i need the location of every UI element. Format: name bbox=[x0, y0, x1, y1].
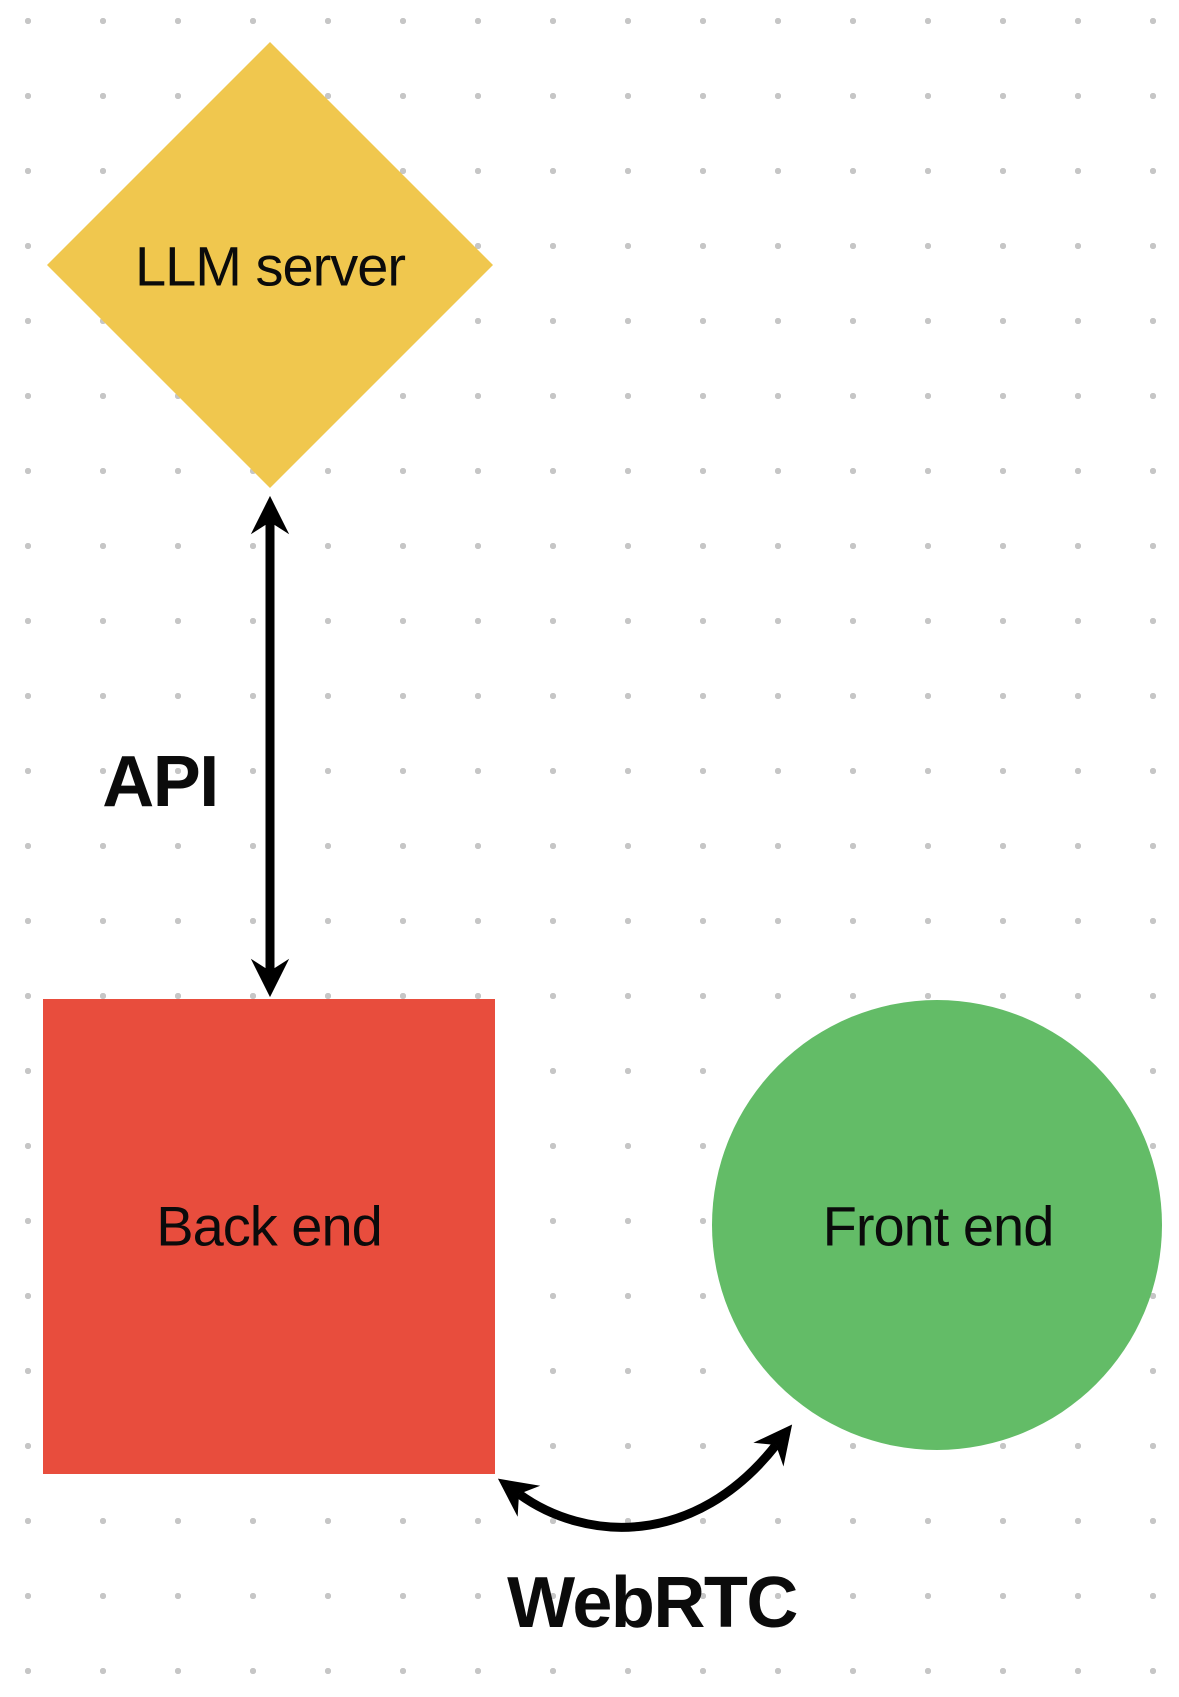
api-edge-label[interactable]: API bbox=[102, 742, 219, 822]
front-end-node[interactable] bbox=[712, 1000, 1162, 1450]
front-end-label: Front end bbox=[822, 1194, 1055, 1258]
back-end-label: Back end bbox=[156, 1194, 382, 1258]
webrtc-arrow[interactable] bbox=[497, 1424, 793, 1532]
back-end-node[interactable] bbox=[43, 999, 495, 1474]
webrtc-edge-label[interactable]: WebRTC bbox=[507, 1563, 798, 1643]
llm-server-node[interactable] bbox=[47, 42, 493, 488]
llm-server-label: LLM server bbox=[134, 234, 406, 298]
